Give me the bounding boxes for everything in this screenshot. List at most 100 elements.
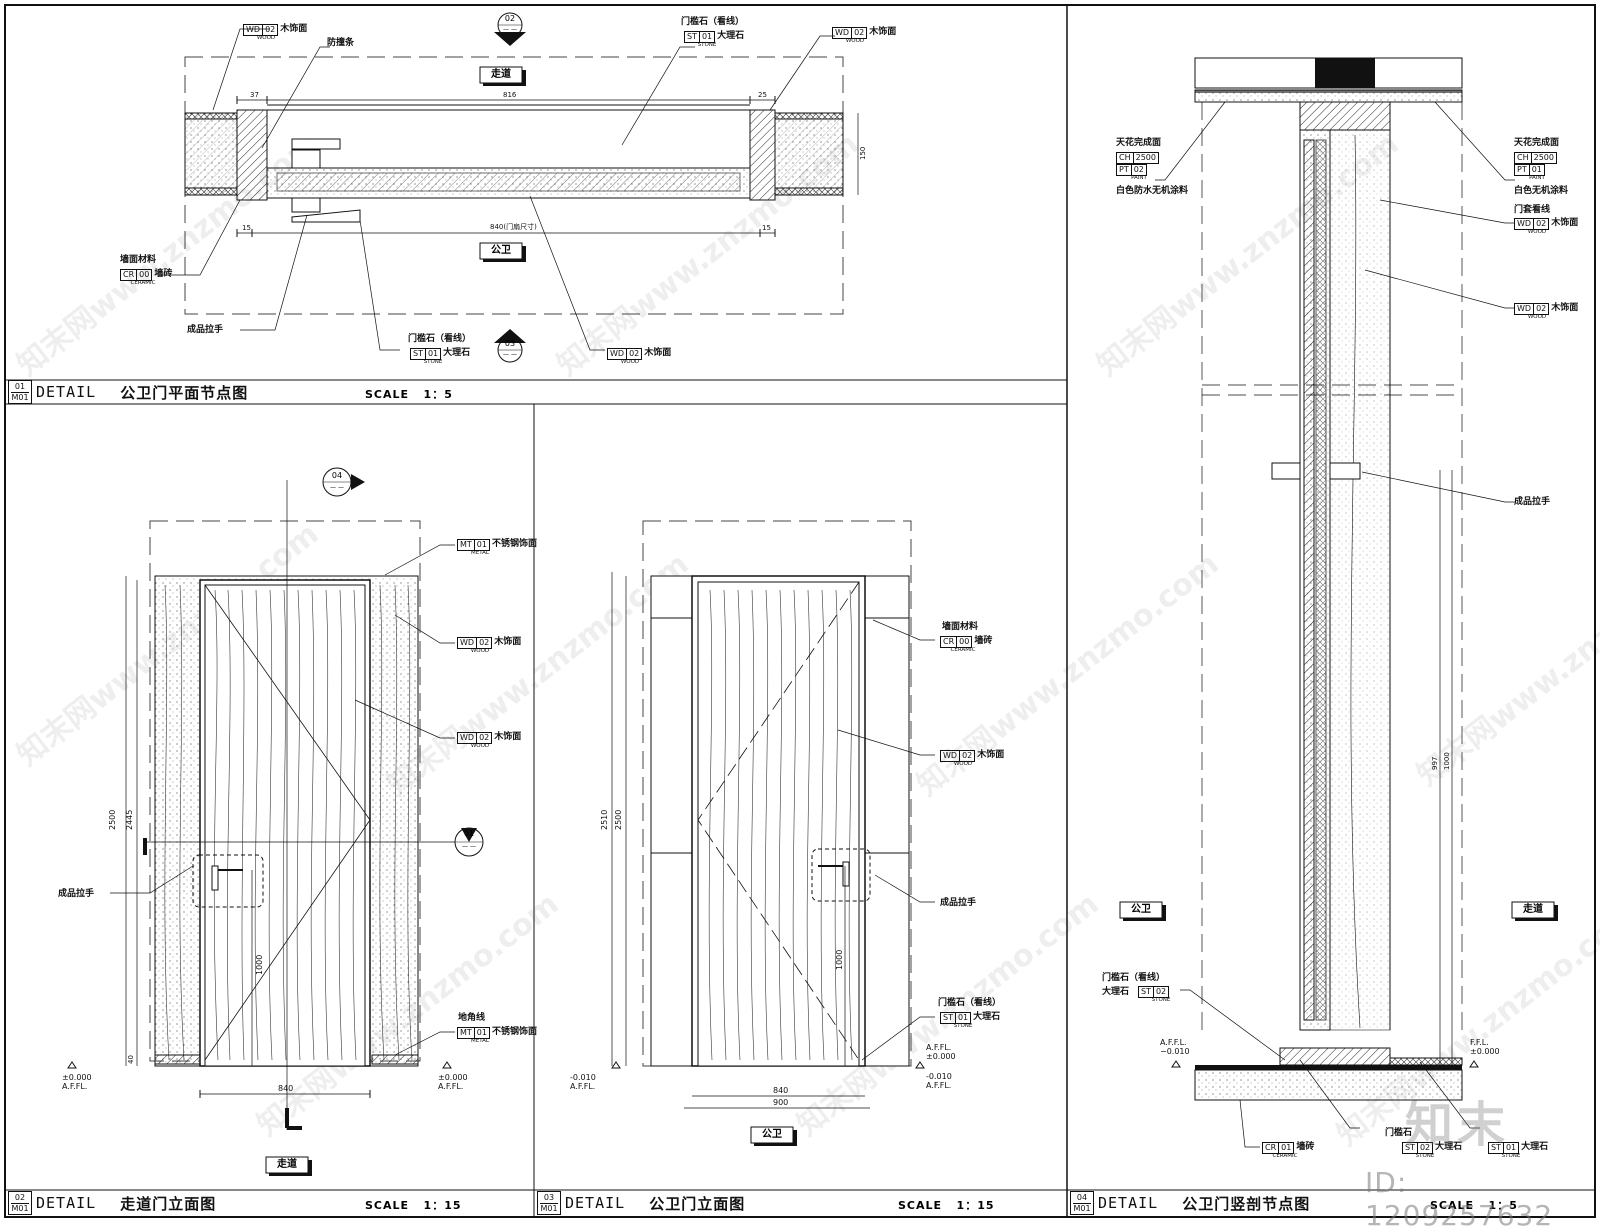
callout-sub: — —: [462, 843, 476, 850]
dim-plan-right: 25: [758, 91, 767, 99]
dim-e1-40: 40: [127, 1055, 135, 1064]
dim-e1-h1: 2500: [108, 810, 117, 830]
note-handle: 成品拉手: [187, 325, 224, 335]
dim-e2-1000: 1000: [835, 950, 844, 970]
dim-s-1000: 1000: [1443, 752, 1451, 770]
callout-01: 01: [463, 829, 475, 838]
dim-e2-900: 900: [773, 1098, 788, 1107]
drawing-scale-03: SCALE 1：15: [898, 1199, 995, 1212]
dim-e1-1000: 1000: [255, 955, 264, 975]
dim-plan-side: 150: [859, 147, 867, 160]
callout-03: 03: [504, 339, 516, 348]
dim-e1-840: 840: [278, 1084, 293, 1093]
level-zero: ±0.000: [926, 1052, 956, 1061]
note-floor-line: 地角线: [458, 1013, 486, 1023]
level-ffl: F.F.L.: [1470, 1038, 1489, 1047]
level-minus: −0.010: [1160, 1047, 1190, 1056]
level-zero: ±0.000: [438, 1073, 468, 1082]
dim-plan-top: 816: [503, 91, 517, 99]
dim-e1-h2: 2445: [125, 810, 134, 830]
room-tag-corridor: 走道: [277, 1159, 297, 1170]
level-afl: A.F.FL.: [438, 1082, 464, 1091]
callout-sub: — —: [503, 351, 517, 358]
note-wall-material: 墙面材料: [942, 622, 979, 632]
note-fangzhuang: 防撞条: [327, 38, 355, 48]
callout-04: 04: [331, 471, 343, 480]
dim-plan-15a: 15: [242, 224, 251, 232]
note-handle: 成品拉手: [940, 898, 977, 908]
dim-plan-left: 37: [250, 91, 259, 99]
brand-logo: 知末: [1405, 1097, 1510, 1153]
note-ceiling: 天花完成面: [1514, 138, 1560, 148]
dim-e2-840: 840: [773, 1086, 788, 1095]
note-threshold: 门槛石（看线）: [1102, 973, 1166, 983]
dim-e2-h2: 2500: [614, 810, 623, 830]
dim-e2-h1: 2510: [600, 810, 609, 830]
note-wall-material: 墙面材料: [120, 255, 157, 265]
level-afl: A.F.FL.: [926, 1081, 952, 1090]
note-handle: 成品拉手: [58, 889, 95, 899]
room-tag-corridor: 走道: [491, 69, 511, 80]
note-frame-line: 门套看线: [1514, 205, 1551, 215]
level-affl: A.F.F.L.: [1160, 1038, 1187, 1047]
dim-plan-15b: 15: [762, 224, 771, 232]
level-afl: A.F.FL.: [570, 1082, 596, 1091]
note-white-water-paint: 白色防水无机涂料: [1116, 186, 1189, 196]
level-afl: A.F.FL.: [62, 1082, 88, 1091]
note-threshold: 门槛石（看线）: [938, 998, 1002, 1008]
note-ceiling: 天花完成面: [1116, 138, 1162, 148]
level-zero: ±0.000: [1470, 1047, 1500, 1056]
room-tag-toilet: 公卫: [762, 1129, 782, 1140]
drawing-scale-01: SCALE 1：5: [365, 388, 453, 401]
level-afl: A.F.FL.: [926, 1043, 952, 1052]
room-tag-corridor: 走道: [1523, 904, 1543, 915]
note-white-paint: 白色无机涂料: [1514, 186, 1569, 196]
dim-plan-bottom: 840(门扇尺寸): [490, 222, 537, 231]
dim-s-997: 997: [1431, 757, 1439, 770]
note-handle: 成品拉手: [1514, 497, 1551, 507]
level-minus: -0.010: [570, 1073, 596, 1082]
callout-sub: — —: [503, 26, 517, 33]
note-threshold: 门槛石（看线）: [408, 334, 472, 344]
note-threshold: 门槛石（看线）: [681, 17, 745, 27]
note-threshold-short: 门槛石: [1385, 1128, 1413, 1138]
drawing-scale-04: SCALE 1：5: [1430, 1199, 1518, 1212]
resource-id: ID: 1209257632: [1365, 1166, 1554, 1232]
room-tag-toilet: 公卫: [491, 245, 511, 256]
callout-02: 02: [504, 14, 516, 23]
callout-sub: — —: [330, 484, 344, 491]
drawing-scale-02: SCALE 1：15: [365, 1199, 462, 1212]
